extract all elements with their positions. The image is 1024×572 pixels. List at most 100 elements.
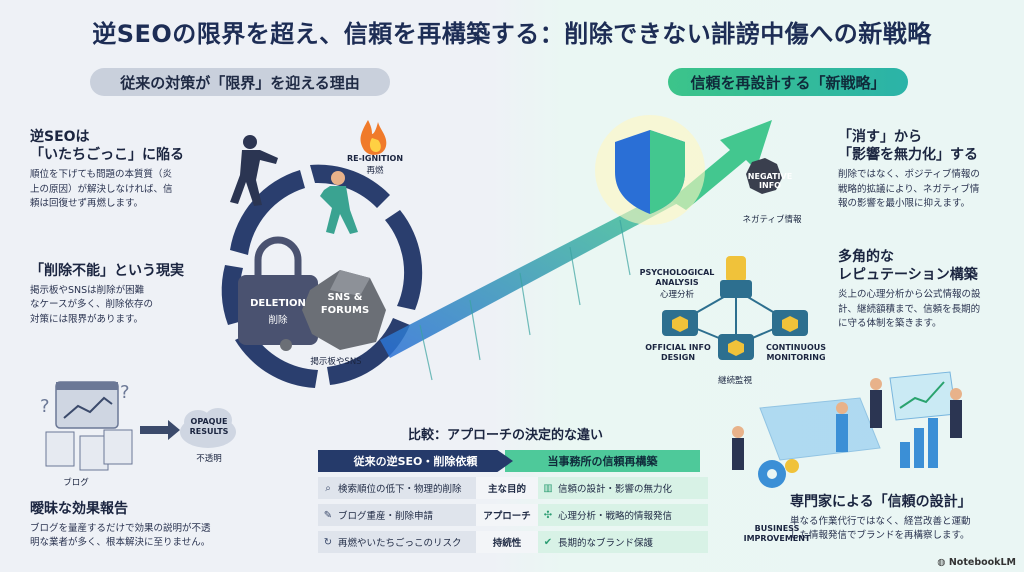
browser-window-icon <box>55 381 119 429</box>
psych-label-a: PSYCHOLOGICAL <box>639 268 715 277</box>
rock-label-jp: 掲示板やSNS <box>310 357 362 367</box>
right-point-2: 多角的な レピュテーション構築 炎上の心理分析から公式情報の設 計、継続額積まで… <box>838 248 1018 331</box>
right-point-2-text-c: に守る体制を築きます。 <box>838 317 942 329</box>
bridge-graphic <box>380 115 782 381</box>
continuous-label-jp: 継続監視 <box>717 376 752 386</box>
negative-label-jp: ネガティブ情報 <box>742 215 802 225</box>
left-point-2-title: 「削除不能」という現実 <box>30 263 184 279</box>
left-point-2-text-b: なケースが多く、削除依存の <box>30 299 154 311</box>
cycle-arrow-1 <box>230 170 305 255</box>
document-stack-icon <box>45 429 133 471</box>
hex-node-icon <box>782 316 798 332</box>
reignition-label-jp: 再燃 <box>366 166 384 176</box>
comparison-head-left: 従来の逆SEO・削除依頼 <box>318 450 513 472</box>
chart-icon: ▥ <box>543 482 553 494</box>
row-mid: 持続性 <box>476 531 538 553</box>
blog-label: ブログ <box>63 478 89 488</box>
bridge-trusses <box>419 219 631 381</box>
brain-icon: ✣ <box>543 509 553 521</box>
right-section-header: 信頼を再設計する「新戦略」 <box>668 68 908 96</box>
cycle-arrow-3 <box>385 210 423 310</box>
comparison-head-right: 当事務所の信頼再構築 <box>505 450 700 472</box>
row-right: 心理分析・戦略的情報発信 <box>558 511 673 522</box>
left-point-3-title: 曖昧な効果報告 <box>30 501 128 517</box>
row-left: 再燃やいたちごっこのリスク <box>338 538 462 549</box>
brand-icon: ◍ <box>937 557 949 568</box>
arrow-right-icon <box>140 420 180 440</box>
row-right: 長期的なブランド保護 <box>558 538 654 549</box>
opaque-label-a: OPAQUE <box>190 417 228 426</box>
cycle-arrow-2 <box>310 164 390 208</box>
psych-label-b: ANALYSIS <box>655 278 699 287</box>
psych-label-jp: 心理分析 <box>659 290 694 300</box>
refresh-icon: ↻ <box>323 536 333 548</box>
row-right: 信頼の設計・影響の無力化 <box>558 484 673 495</box>
blog-graphic: ? ? <box>40 381 236 471</box>
row-left: ブログ重産・削除申請 <box>338 511 434 522</box>
negative-label-a: NEGATIVE <box>747 172 793 181</box>
person-running-icon <box>320 171 358 234</box>
cycle-arrow-4 <box>327 318 410 385</box>
question-mark-icon: ? <box>40 396 50 417</box>
network-diagram <box>662 256 808 360</box>
left-point-1-title-a: 逆SEOは <box>30 129 90 145</box>
shield-check-icon: ✔ <box>543 536 553 548</box>
question-mark-icon: ? <box>120 382 130 403</box>
business-label-a: BUSINESS <box>754 524 800 533</box>
brand-label: NotebookLM <box>948 557 1016 568</box>
right-point-1: 「消す」から 「影響を無力化」する 削除ではなく、ポジティブ情報の 戦略的拡議に… <box>838 128 1018 211</box>
comparison-row: ✎ ブログ重産・削除申請 アプローチ ✣ 心理分析・戦略的情報発信 <box>318 504 708 526</box>
comparison-header: 従来の逆SEO・削除依頼 当事務所の信頼再構築 <box>318 450 708 472</box>
official-label-a: OFFICIAL INFO <box>645 343 711 352</box>
deletion-label-jp: 削除 <box>268 315 288 326</box>
cycle-diagram <box>221 120 423 388</box>
right-point-1-text-b: 戦略的拡議により、ネガティブ情 <box>838 183 980 195</box>
cloud-icon <box>180 408 236 448</box>
opaque-label-b: RESULTS <box>189 427 229 436</box>
search-icon: ⌕ <box>325 482 331 494</box>
comparison-table: 従来の逆SEO・削除依頼 当事務所の信頼再構築 ⌕ 検索順位の低下・物理的削除 主… <box>318 450 708 553</box>
left-point-1-text-b: 上の原因）が解決しなければ、信 <box>30 183 173 195</box>
right-point-1-text-a: 削除ではなく、ポジティブ情報の <box>838 169 980 181</box>
deletion-label: DELETION <box>250 298 306 309</box>
reignition-label: RE-IGNITION <box>346 154 404 163</box>
rock-label-a: SNS & <box>327 292 363 303</box>
person-pushing-icon <box>230 135 278 206</box>
negative-info-badge-icon <box>746 158 782 194</box>
bridge-deck <box>380 190 680 358</box>
row-left: 検索順位の低下・物理的削除 <box>338 484 462 495</box>
experts-illustration <box>732 371 962 488</box>
left-point-1-text-c: 頼は回復せず再燃します。 <box>30 197 144 209</box>
left-section-header: 従来の対策が「限界」を迎える理由 <box>90 68 390 96</box>
bar-graph-icon <box>900 418 938 468</box>
left-point-2: 「削除不能」という現実 掲示板やSNSは削除が困難 なケースが多く、削除依存の … <box>30 262 205 327</box>
flame-icon <box>360 120 387 155</box>
comparison-row: ⌕ 検索順位の低下・物理的削除 主な目的 ▥ 信頼の設計・影響の無力化 <box>318 477 708 499</box>
continuous-label-b: MONITORING <box>766 353 826 362</box>
holographic-board-icon <box>759 371 957 461</box>
right-point-1-title-a: 「消す」から <box>838 129 922 145</box>
row-mid: アプローチ <box>476 504 538 526</box>
right-point-3-title: 専門家による「信頼の設計」 <box>790 494 972 510</box>
rock-label-b: FORUMS <box>320 305 370 316</box>
left-point-1: 逆SEOは 「いたちごっこ」に陥る 順位を下げても問題の本質質（炎 上の原因）が… <box>30 128 215 211</box>
left-point-2-text-c: 対策には限界があります。 <box>30 313 144 325</box>
edit-icon: ✎ <box>323 509 333 521</box>
right-point-1-title-b: 「影響を無力化」する <box>838 147 978 164</box>
hex-node-icon <box>672 316 688 332</box>
right-point-2-text-a: 炎上の心理分析から公式情報の設 <box>838 289 981 301</box>
opaque-label-jp: 不透明 <box>196 454 222 464</box>
brand-logo: ◍ NotebookLM <box>937 557 1016 568</box>
negative-label-b: INFO <box>759 181 781 190</box>
right-point-3-text-b: した情報発信でブランドを再構察します。 <box>790 530 970 542</box>
continuous-label-a: CONTINUOUS <box>765 343 827 352</box>
left-point-1-text-a: 順位を下げても問題の本質質（炎 <box>30 169 173 181</box>
business-label-b: IMPROVEMENT <box>743 534 811 543</box>
right-point-3-text-a: 単なる作業代行ではなく、経営改善と運動 <box>790 516 971 528</box>
shield-icon <box>615 130 685 214</box>
gear-icon <box>758 459 799 488</box>
hex-node-icon <box>728 340 744 356</box>
official-label-b: DESIGN <box>660 353 696 362</box>
row-mid: 主な目的 <box>476 477 538 499</box>
left-point-3-text-a: ブログを量産するだけで効果の説明が不透 <box>30 523 211 535</box>
